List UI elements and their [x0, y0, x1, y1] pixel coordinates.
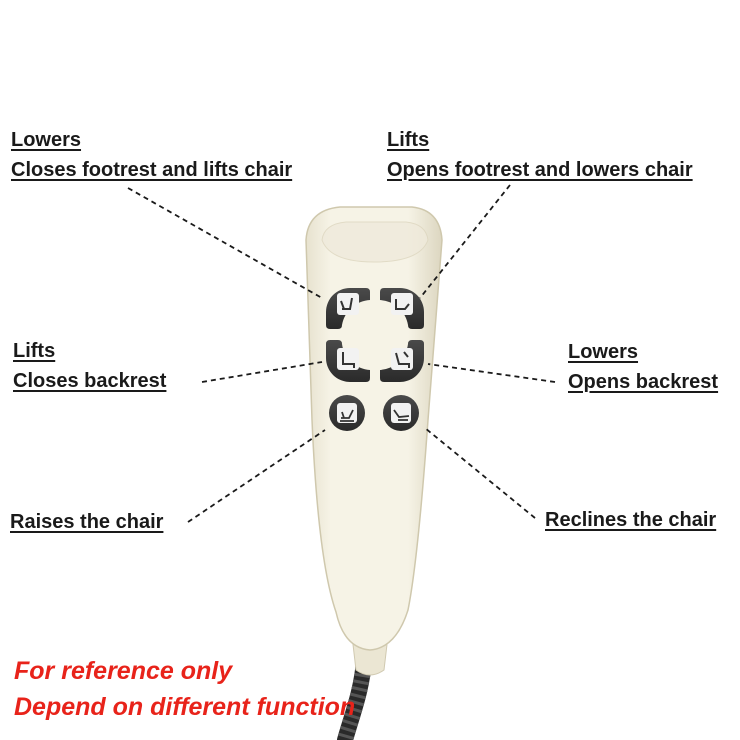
label-top-right-action: Lifts — [387, 129, 430, 151]
leader-line-top-left — [127, 187, 323, 299]
label-bottom-left-action: Raises the chair — [10, 511, 164, 533]
chair-lift-icon — [337, 403, 357, 423]
chair-footrest-out-icon — [391, 293, 413, 315]
raise-chair-button[interactable] — [329, 395, 365, 431]
label-middle-right-action: Lowers — [568, 341, 639, 363]
label-bottom-right-action: Reclines the chair — [545, 509, 717, 531]
chair-footrest-in-icon — [337, 293, 359, 315]
recline-chair-button[interactable] — [383, 395, 419, 431]
leader-line-bottom-right — [424, 427, 536, 519]
chair-upright-icon — [337, 348, 359, 370]
footrest-open-button[interactable] — [380, 288, 424, 329]
leader-line-middle-right — [427, 363, 556, 383]
backrest-close-button[interactable] — [326, 340, 370, 382]
remote-body — [305, 206, 443, 651]
leader-line-bottom-left — [187, 429, 326, 523]
remote-top-recess — [321, 221, 429, 263]
label-middle-left-action: Lifts — [13, 340, 56, 362]
footrest-close-button[interactable] — [326, 288, 370, 329]
chair-full-recline-icon — [391, 403, 411, 423]
leader-line-middle-left — [201, 361, 323, 383]
leader-lines — [127, 184, 556, 523]
label-middle-right-detail: Opens backrest — [568, 371, 719, 393]
label-top-right-detail: Opens footrest and lowers chair — [387, 159, 693, 181]
label-top-left-detail: Closes footrest and lifts chair — [11, 159, 293, 181]
label-top-left-action: Lowers — [11, 129, 82, 151]
reference-note-line-2: Depend on different function — [14, 693, 356, 721]
label-middle-left-detail: Closes backrest — [13, 370, 167, 392]
reference-note-line-1: For reference only — [14, 657, 233, 685]
leader-line-top-right — [419, 184, 511, 299]
backrest-open-button[interactable] — [380, 340, 424, 382]
